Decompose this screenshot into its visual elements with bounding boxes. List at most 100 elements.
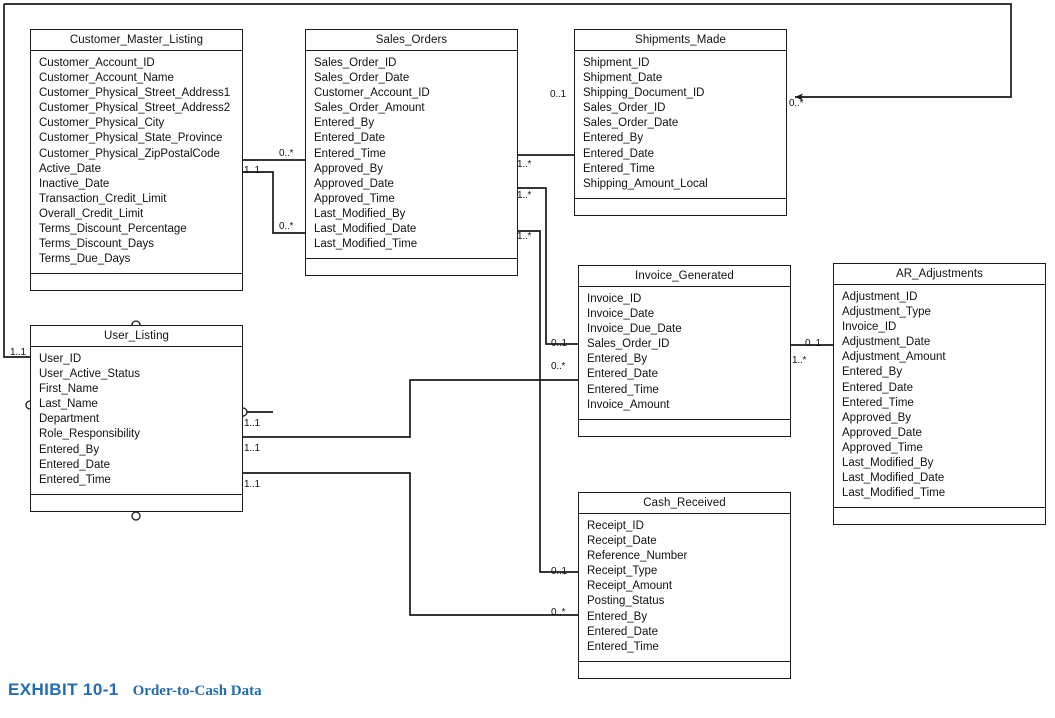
- entity-attribute: Last_Modified_Time: [314, 238, 418, 251]
- entity-attribute: Adjustment_Type: [842, 306, 931, 319]
- entity-attribute: Active_Date: [39, 162, 102, 175]
- entity-operations-compartment: [575, 199, 786, 215]
- connector-c-salesorders-to-cash: [518, 230, 578, 573]
- exhibit-number: EXHIBIT 10-1: [8, 680, 119, 699]
- entity-attribute: Posting_Status: [587, 595, 665, 608]
- multiplicity-label: 1..1: [244, 165, 260, 176]
- entity-attribute: Entered_Time: [842, 396, 914, 409]
- entity-attribute: Entered_Date: [583, 147, 654, 160]
- entity-attribute: Approved_Time: [314, 192, 395, 205]
- entity-attribute: Terms_Discount_Days: [39, 238, 155, 251]
- multiplicity-label: 0..1: [551, 566, 567, 577]
- entity-attribute: User_ID: [39, 353, 82, 365]
- entity-attribute: Invoice_Date: [587, 308, 655, 321]
- entity-attribute: Entered_Time: [587, 640, 659, 653]
- entity-attribute: Entered_By: [583, 132, 644, 145]
- multiplicity-label: 0..*: [551, 607, 566, 618]
- entity-attribute: Receipt_ID: [587, 520, 644, 532]
- entity-operations-compartment: [834, 508, 1045, 524]
- entity-attribute: Customer_Physical_ZipPostalCode: [39, 147, 220, 160]
- entity-attribute: Entered_By: [587, 353, 648, 366]
- multiplicity-label: 0..*: [279, 221, 294, 232]
- entity-attribute: First_Name: [39, 383, 99, 396]
- entity-attribute: Customer_Account_Name: [39, 72, 174, 85]
- exhibit-title: Order-to-Cash Data: [132, 683, 262, 699]
- entity-operations-compartment: [31, 274, 242, 290]
- entity-attribute: Last_Modified_By: [314, 207, 406, 220]
- entity-attribute: Shipment_ID: [583, 57, 650, 69]
- entity-attribute: Invoice_ID: [842, 321, 897, 334]
- entity-attribute: Invoice_ID: [587, 293, 642, 305]
- entity-attribute: Last_Modified_Date: [842, 472, 945, 485]
- entity-attribute: Inactive_Date: [39, 177, 110, 190]
- entity-title: AR_Adjustments: [834, 264, 1045, 285]
- multiplicity-label: 0..1: [551, 338, 567, 349]
- entity-attribute: Reference_Number: [587, 550, 688, 563]
- entity-attribute: Approved_Time: [842, 441, 923, 454]
- entity-attribute: Entered_Date: [39, 458, 110, 471]
- entity-attribute: Receipt_Type: [587, 565, 658, 578]
- entity-title: Customer_Master_Listing: [31, 30, 242, 51]
- entity-attribute: Entered_Time: [587, 383, 659, 396]
- entity-attribute-list: Customer_Account_ID Customer_Account_Name…: [31, 51, 242, 275]
- entity-attribute: Receipt_Amount: [587, 580, 673, 593]
- entity-title: Sales_Orders: [306, 30, 517, 51]
- entity-attribute: Adjustment_Amount: [842, 351, 946, 364]
- entity-attribute: Last_Modified_Time: [842, 487, 946, 500]
- entity-attribute: Sales_Order_ID: [587, 338, 670, 351]
- entity-attribute: Last_Name: [39, 398, 98, 411]
- entity-attribute: Entered_Date: [842, 381, 913, 394]
- entity-attribute: Overall_Credit_Limit: [39, 207, 144, 220]
- multiplicity-label: 1..*: [517, 190, 532, 201]
- entity-attribute: Transaction_Credit_Limit: [39, 192, 167, 205]
- entity-attribute: User_Active_Status: [39, 368, 140, 381]
- connector-c-userlisting-to-cash: [243, 472, 578, 616]
- entity-attribute: Approved_By: [314, 162, 384, 175]
- multiplicity-label: 0..*: [789, 98, 804, 109]
- entity-attribute: Customer_Physical_City: [39, 117, 165, 130]
- multiplicity-label: 1..1: [10, 347, 26, 358]
- entity-attribute: Invoice_Amount: [587, 398, 670, 411]
- entity-attribute: Customer_Physical_State_Province: [39, 132, 223, 145]
- entity-attribute: Adjustment_Date: [842, 336, 931, 349]
- entity-attribute: Role_Responsibility: [39, 428, 140, 441]
- entity-attribute: Entered_By: [842, 366, 903, 379]
- entity-attribute: Shipping_Document_ID: [583, 87, 705, 100]
- connector-c-userlisting-to-invoice: [243, 379, 578, 438]
- entity-attribute: Entered_Time: [314, 147, 386, 160]
- multiplicity-label: 0..1: [550, 89, 566, 100]
- multiplicity-label: 1..1: [244, 479, 260, 490]
- multiplicity-label: 1..*: [517, 231, 532, 242]
- multiplicity-label: 0..*: [551, 361, 566, 372]
- entity-attribute: Entered_Time: [39, 473, 111, 486]
- entity-attribute: Entered_Time: [583, 162, 655, 175]
- entity-attribute: Approved_By: [842, 411, 912, 424]
- connector-c-customer-to-userlisting: [243, 171, 305, 234]
- entity-attribute: Entered_Date: [587, 368, 658, 381]
- entity-attribute: Customer_Account_ID: [39, 57, 155, 69]
- entity-attribute: Department: [39, 413, 100, 426]
- entity-attribute: Customer_Physical_Street_Address2: [39, 102, 231, 115]
- entity-attribute: Approved_Date: [314, 177, 394, 190]
- entity-operations-compartment: [579, 662, 790, 678]
- multiplicity-label: 1..1: [244, 443, 260, 454]
- entity-attribute: Adjustment_ID: [842, 291, 918, 303]
- multiplicity-label: 0..*: [279, 148, 294, 159]
- entity-attribute: Entered_By: [39, 443, 100, 456]
- entity-operations-compartment: [31, 495, 242, 511]
- connector-c-salesorders-to-invoice: [518, 187, 578, 345]
- exhibit-caption: EXHIBIT 10-1 Order-to-Cash Data: [8, 680, 262, 700]
